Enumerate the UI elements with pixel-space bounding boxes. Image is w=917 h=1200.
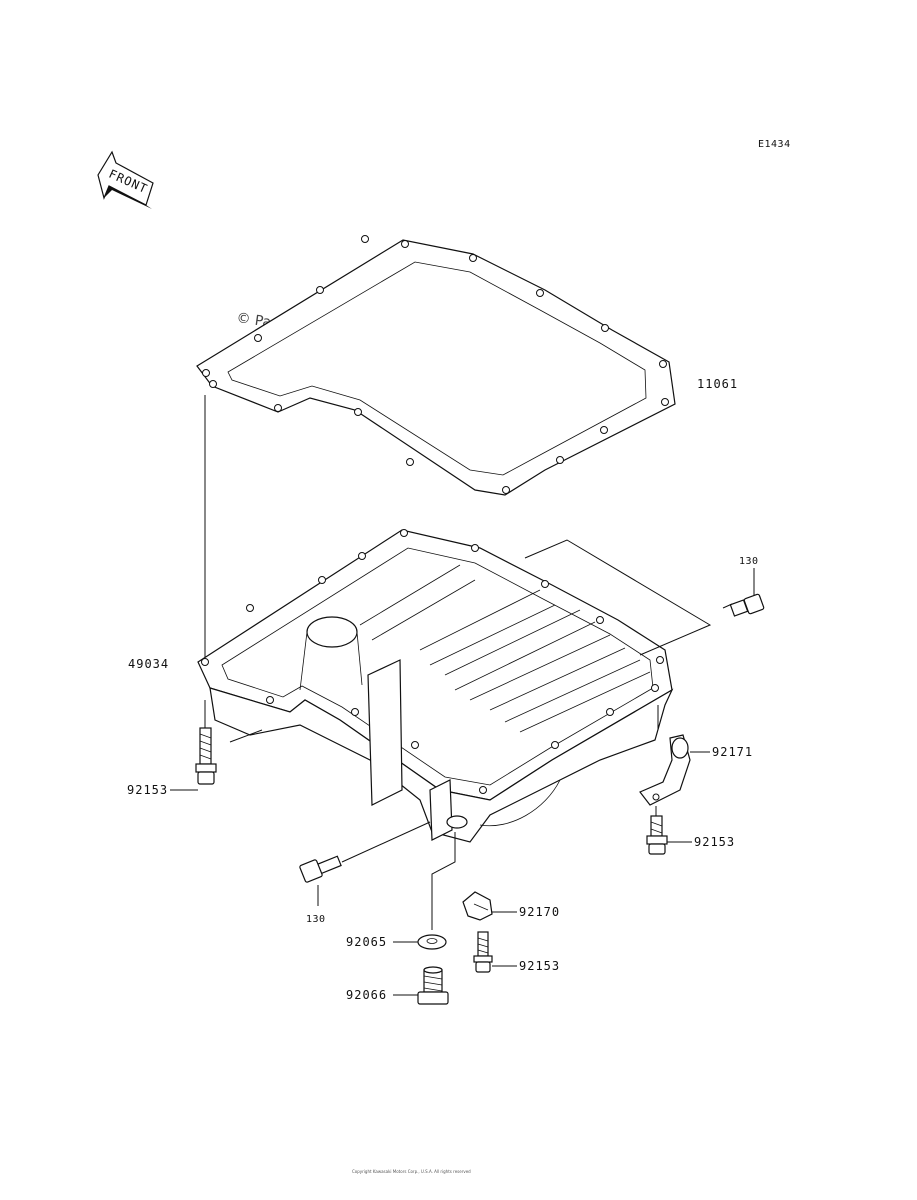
footer-copyright: Copyright Kawasaki Motors Corp., U.S.A. … — [352, 1169, 471, 1174]
label-11061: 11061 — [697, 377, 738, 391]
label-49034: 49034 — [128, 657, 169, 671]
label-92171: 92171 — [712, 745, 753, 759]
bolt-130-upper — [722, 593, 765, 617]
washer-92065 — [417, 934, 447, 950]
bolt-92153-right — [646, 806, 668, 855]
diagram-code: E1434 — [758, 139, 791, 150]
label-92153-bottom: 92153 — [519, 959, 560, 973]
label-130-lower: 130 — [306, 914, 326, 925]
front-arrow-icon: FRONT — [97, 150, 154, 209]
drain-plug-92066 — [417, 966, 449, 1005]
clamp-92171 — [639, 734, 691, 806]
bolt-130-lower — [299, 821, 431, 883]
leader-130-lower — [229, 729, 263, 743]
clip-92170 — [462, 891, 493, 921]
leader-drain — [431, 832, 456, 930]
bolt-92153-bottom — [473, 931, 493, 973]
oil-pan-49034 — [197, 529, 674, 843]
label-92170: 92170 — [519, 905, 560, 919]
label-92153-right: 92153 — [694, 835, 735, 849]
label-92066: 92066 — [346, 988, 387, 1002]
bolt-92153-left — [195, 700, 217, 785]
label-130-upper: 130 — [739, 556, 759, 567]
gasket-11061 — [196, 235, 676, 496]
label-92153-left: 92153 — [127, 783, 168, 797]
label-92065: 92065 — [346, 935, 387, 949]
leader-130-upper — [524, 539, 712, 656]
